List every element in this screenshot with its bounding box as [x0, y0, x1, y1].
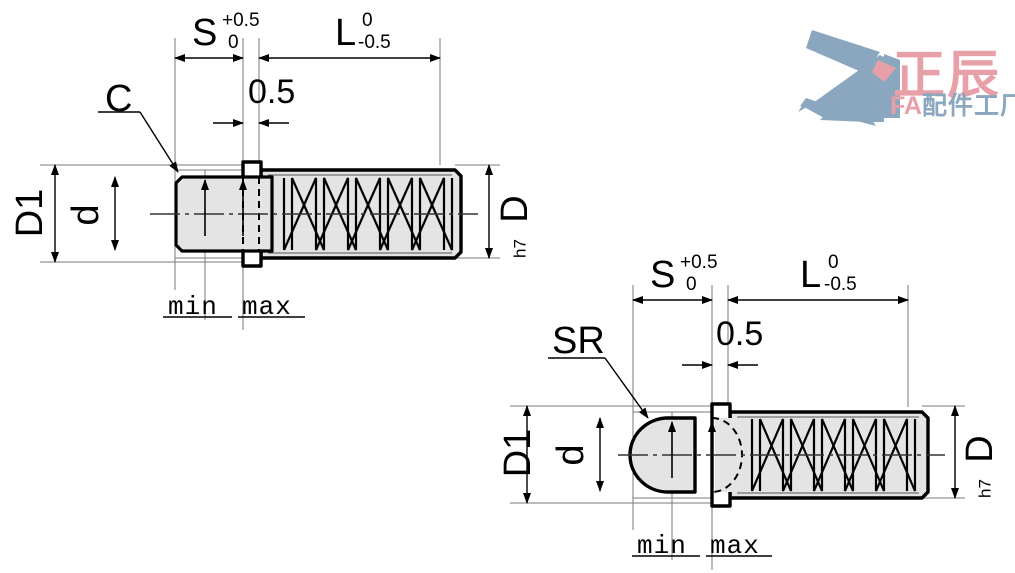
leader-C	[98, 111, 179, 173]
dimension-D-label-left: D	[494, 195, 536, 223]
dimension-D-fit-right: h7	[975, 479, 995, 498]
stroke-min-label-right: min	[637, 531, 687, 561]
nose-label-SR: SR	[552, 320, 605, 362]
dimension-S-upper-tol-right: +0.5	[680, 252, 718, 273]
nose-label-C: C	[105, 78, 133, 120]
dimension-S-symbol-left: S	[192, 12, 218, 54]
dimension-L-symbol-right: L	[800, 254, 822, 296]
dimension-D1-label-right: D1	[497, 428, 539, 478]
leader-SR	[548, 357, 649, 419]
dimension-d-label-left: d	[65, 204, 107, 226]
dimension-S-lower-tol-right: 0	[686, 274, 697, 295]
view-spherical-nose	[510, 285, 965, 570]
dimension-S-upper-tol-left: +0.5	[222, 10, 260, 31]
dimension-S-symbol-right: S	[650, 254, 676, 296]
dimension-D-label-right: D	[959, 435, 1001, 463]
dimension-L-upper-tol-right: 0	[828, 252, 839, 273]
dimension-L-upper-tol-left: 0	[362, 10, 373, 31]
stroke-max-label-right: max	[710, 531, 760, 561]
stroke-max-label-left: max	[242, 292, 292, 322]
stroke-markers-left	[163, 179, 305, 318]
dimension-gap-left: 0.5	[248, 73, 296, 111]
dimension-S-lower-tol-left: 0	[228, 32, 239, 53]
dimension-L-symbol-left: L	[335, 12, 357, 54]
stroke-markers-right	[632, 421, 772, 557]
logo-sub-prefix: FA	[890, 92, 922, 120]
stroke-min-label-left: min	[168, 292, 218, 322]
logo-brand-cn: 正辰	[893, 47, 1002, 105]
dimension-L-lower-tol-right: -0.5	[824, 274, 857, 295]
view-flat-nose	[40, 38, 500, 330]
company-logo-mark	[798, 30, 900, 126]
dimension-gap-right: 0.5	[716, 315, 764, 353]
dimension-L-lower-tol-left: -0.5	[358, 32, 391, 53]
dimension-D1-label-left: D1	[9, 188, 51, 238]
logo-sub-rest: 配件工厂	[922, 92, 1015, 120]
dimension-D-fit-left: h7	[510, 239, 530, 258]
dimension-d-label-right: d	[550, 444, 592, 466]
